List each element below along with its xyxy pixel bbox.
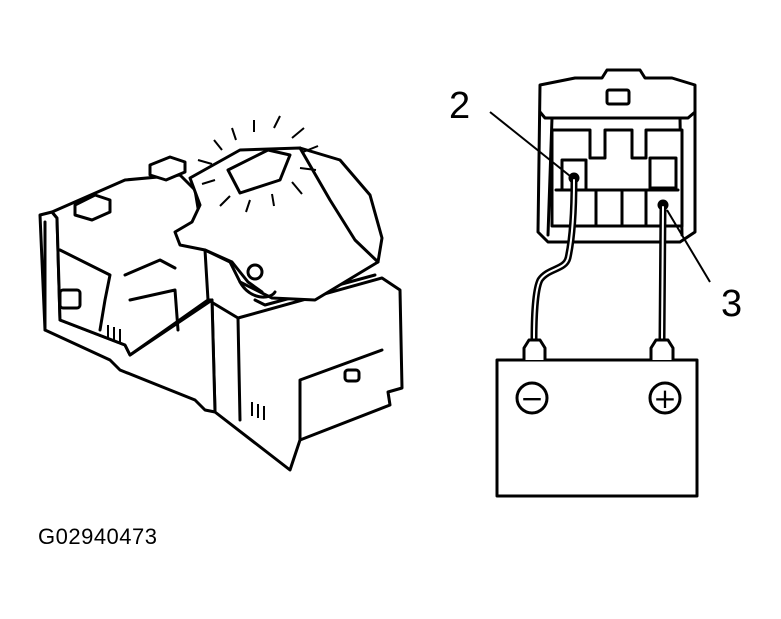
- housing-clip-right: [148, 155, 187, 182]
- housing-notch: [343, 368, 361, 383]
- battery: [495, 358, 699, 498]
- leader-line-3: [666, 209, 711, 283]
- battery-post-negative: [522, 338, 547, 362]
- terminal-3-cell: [648, 156, 678, 190]
- indicator-glow-rays: [197, 115, 319, 213]
- callout-2: 2: [449, 85, 470, 127]
- connector-test-setup: − + 2 3: [449, 68, 742, 498]
- battery-positive-symbol: [648, 381, 682, 415]
- battery-negative-label: −: [520, 382, 543, 415]
- battery-positive-label: +: [653, 382, 676, 415]
- switch-housing-side: [206, 276, 404, 472]
- housing-vent-right: [251, 402, 265, 420]
- connector-latch: [605, 88, 631, 106]
- housing-tab: [58, 288, 82, 310]
- indicator-lamp: [226, 148, 292, 195]
- leader-line-2: [489, 111, 571, 177]
- battery-negative-symbol: [515, 381, 549, 415]
- figure-id: G02940473: [38, 524, 158, 549]
- window-switch-assembly: [38, 115, 404, 472]
- battery-post-positive: [649, 338, 675, 362]
- switch-rocker-knob: [173, 146, 384, 302]
- rocker-pivot: [246, 263, 264, 281]
- connector-cavity: [550, 128, 684, 228]
- housing-clip-left: [73, 193, 112, 222]
- callout-3: 3: [721, 283, 742, 325]
- housing-vent-left: [107, 325, 121, 342]
